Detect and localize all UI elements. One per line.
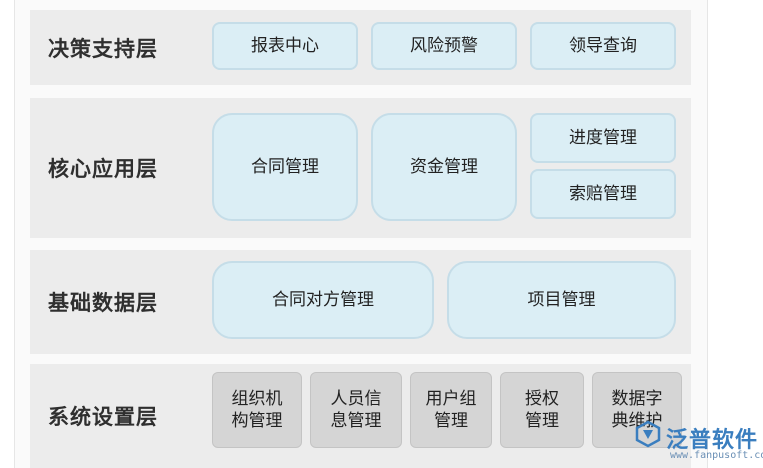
layer-label: 系统设置层 [48,405,158,429]
module-usergroup-management: 用户组管理 [410,372,492,448]
layer-decision-support: 决策支持层 报表中心 风险预警 领导查询 [30,10,691,85]
module-personnel-management: 人员信息管理 [310,372,402,448]
module-leader-query: 领导查询 [530,22,676,70]
module-report-center: 报表中心 [212,22,358,70]
watermark-url: www.fanpusoft.com [670,450,763,461]
fanpu-logo-icon [635,420,661,448]
module-org-management: 组织机构管理 [212,372,302,448]
layer-base-data: 基础数据层 合同对方管理 项目管理 [30,250,691,354]
module-fund-management: 资金管理 [371,113,517,221]
layer-label: 决策支持层 [48,36,158,61]
layer-label: 核心应用层 [48,157,158,181]
module-claim-management: 索赔管理 [530,169,676,219]
module-progress-management: 进度管理 [530,113,676,163]
layer-system-settings: 系统设置层 组织机构管理 人员信息管理 用户组管理 授权管理 数据字典维护 [30,364,691,468]
layer-core-application: 核心应用层 合同管理 资金管理 进度管理 索赔管理 [30,98,691,238]
watermark-text: 泛普软件 [666,428,759,453]
module-project-management: 项目管理 [447,261,676,339]
layer-label: 基础数据层 [48,291,158,315]
module-risk-warning: 风险预警 [371,22,517,70]
module-counterparty-management: 合同对方管理 [212,261,434,339]
watermark: 泛普软件 www.fanpusoft.com [632,418,763,468]
module-contract-management: 合同管理 [212,113,358,221]
module-authorization-management: 授权管理 [500,372,584,448]
